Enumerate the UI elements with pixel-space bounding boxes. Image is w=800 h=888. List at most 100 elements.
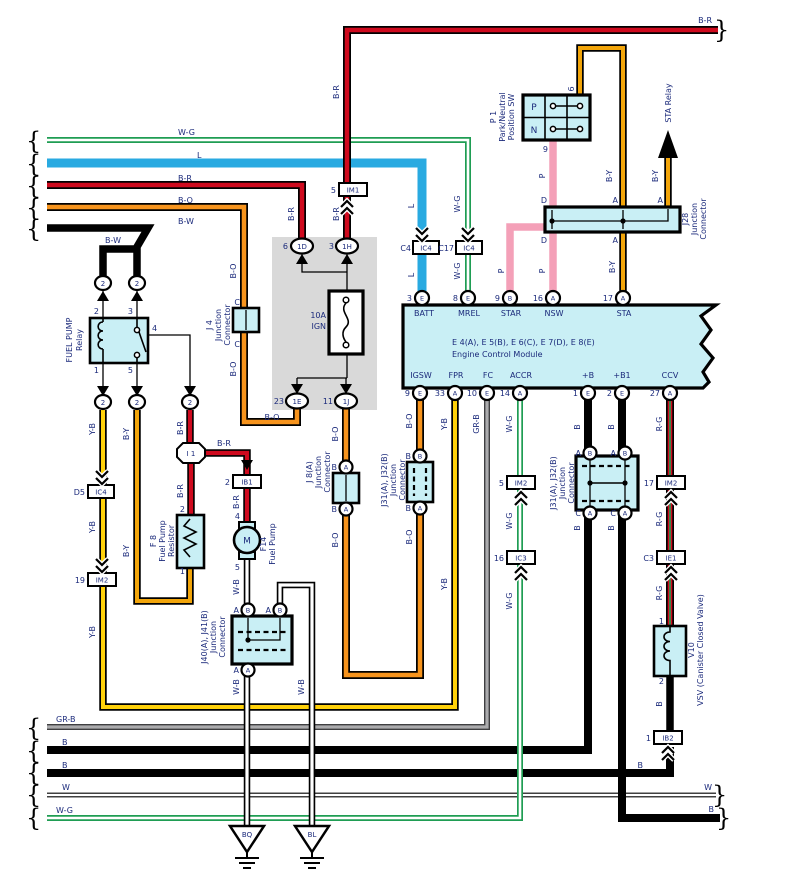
wire-label: W-B [232,679,241,695]
ecm-pin-name: MREL [458,309,481,318]
terminal-ovals [93,237,360,411]
junction-pin-letter: B [406,504,412,513]
j4-name: Connector [223,304,232,346]
ecm-pin-name: ACCR [510,371,533,380]
bus-brace: { [26,737,41,765]
wire-label: B [638,761,644,770]
terminal-number: 23 [274,397,284,406]
ecm-pin-connector-letter: A [551,295,556,303]
connector-code: IC4 [463,245,475,253]
junction-pin-letter: B [332,463,338,472]
wire-gr-b-fc [47,400,490,730]
terminal-code: 1H [342,243,352,251]
wire-b-y-sta-relay [658,130,678,208]
bus-brace: { [26,127,41,155]
terminal-code: 1D [297,243,307,251]
connector-arrows [97,254,353,470]
bus-brace: { [26,714,41,742]
ecm-pin-number: 8 [453,294,458,303]
wire-b-y-resistor-loop [133,410,194,605]
terminal-number: 11 [323,397,333,406]
j31-right-name: Connector [567,462,576,504]
ecm-pin-number: 16 [533,294,543,303]
wire-label: B-Y [608,261,617,273]
wire-label: B-R [287,207,296,221]
terminal-number: 6 [283,242,288,251]
terminal-number: 2 [188,399,192,407]
vsv-coil [663,626,671,675]
junction-pin-letter: A [266,606,272,615]
j8-name: Connector [323,451,332,493]
j28-pin-letter: A [613,196,619,205]
wire-label: L [407,272,416,277]
connector-number: 2 [225,478,230,487]
pnp-row-p: P [531,103,537,113]
ecm-pin-name: NSW [545,309,564,318]
wire-label: B-R [176,484,185,498]
j28-internals [549,209,669,229]
bus-brace: { [26,804,41,832]
wire-label: B-O [265,413,280,422]
junction-pin-circle-letter: A [344,464,349,472]
ecm-pin-name: STAR [501,309,522,318]
wire-b-r-top-bus [343,26,718,238]
wire-label: P [497,268,506,273]
wire-p-star [506,223,545,291]
junction-pin-circle-letter: B [623,450,627,458]
terminal-code: 1J [343,398,350,406]
pnp-switch-id: P 1 [489,111,498,123]
connector-number: C3 [643,554,654,563]
j40-name: Connector [218,616,227,658]
wire-b-plus-b [47,400,592,754]
connector-code: IB1 [241,479,252,487]
j28-pin-letter: A [658,196,664,205]
bus-brace: } [712,781,727,809]
ground-code: BQ [242,831,253,839]
wire-label: Y-B [440,418,449,431]
connector-code: IM2 [96,577,109,585]
j31-mid-internal [412,468,428,496]
wire-label: W-G [505,513,514,530]
junction-pin-letter: A [576,449,582,458]
relay-pin-leads [102,291,191,394]
pump-id: F14 [259,537,268,552]
wire-y-b-relay-to-fpr [99,400,459,711]
fuel-pump-relay-internals [97,318,147,363]
connector-chevrons [94,197,679,762]
j28-name: Connector [699,198,708,240]
wire-label: B-O [405,530,414,545]
pnp-switch-name: Position SW [507,94,516,141]
ground-symbol-bl [292,824,332,869]
bus-brace: { [26,759,41,787]
junction-pin-circle-letter: B [418,453,422,461]
pnp-row-n: N [531,126,538,136]
ecm-pin-connector-letter: A [668,390,673,398]
junction-pin-circle-letter: A [344,506,349,514]
connector-ib1 [232,474,262,489]
wire-label: B-R [332,207,341,221]
fuse-block-internal-wires [296,254,348,391]
ecm-pin-number: 9 [495,294,500,303]
wire-label: B-Y [605,170,614,182]
ecm-pin-number: 3 [407,294,412,303]
wire-label: B [607,525,616,531]
junction-pin-circle-letter: A [588,510,593,518]
terminal-number: 2 [135,280,139,288]
wire-label: P [538,268,547,273]
wire-b-r-fuel-pump [186,410,251,523]
ecm-pin-name: IGSW [410,371,432,380]
wire-b-o-left-bus [47,203,301,426]
wire-b-plus-b1 [618,400,720,822]
wire-label: R-G [655,512,664,527]
connector-code: IC4 [420,245,432,253]
ecm-pin-connector-letter: E [620,390,624,398]
junction-pin-circle-letter: A [623,510,628,518]
wire-b-r-left-bus [47,181,306,240]
wire-label: W [704,783,712,792]
j31-mid-id: J31(A), J32(B) [380,453,389,508]
relay-pin-number: 3 [128,307,133,316]
vsv-name: VSV (Canister Closed Valve) [696,594,705,706]
wire-label: Y-B [440,578,449,591]
